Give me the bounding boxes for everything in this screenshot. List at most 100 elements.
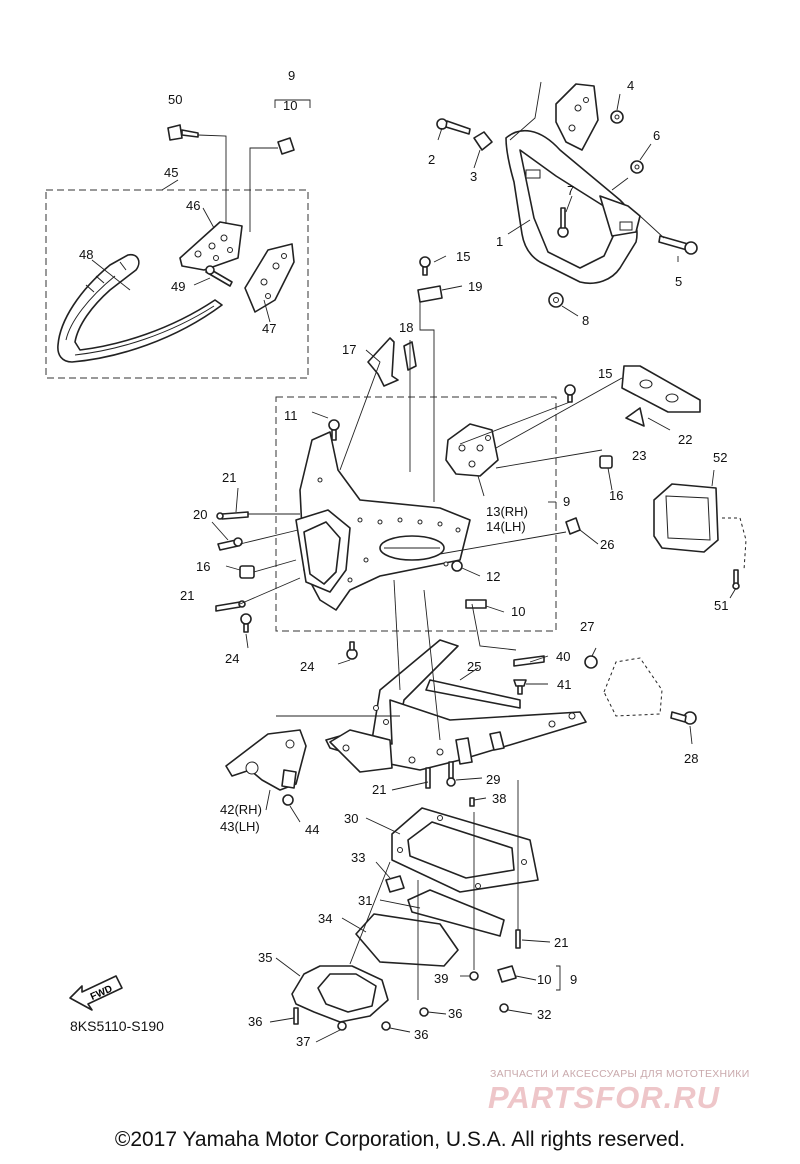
callout-38: 38 bbox=[492, 791, 506, 806]
callout-46: 46 bbox=[186, 198, 200, 213]
callout-35: 35 bbox=[258, 950, 272, 965]
rivet-20[interactable] bbox=[217, 537, 243, 551]
bolt-28[interactable] bbox=[670, 711, 697, 725]
callout-24-b: 24 bbox=[300, 659, 314, 674]
guard-35[interactable] bbox=[291, 965, 389, 1023]
callout-37: 37 bbox=[296, 1034, 310, 1049]
callout-36: 36 bbox=[248, 1014, 262, 1029]
callout-27: 27 bbox=[580, 619, 594, 634]
bracket-upper-1[interactable] bbox=[555, 83, 599, 151]
callout-14-lh: 14(LH) bbox=[486, 519, 526, 534]
watermark-logo: PARTSFOR.RU bbox=[488, 1080, 721, 1115]
callout-26: 26 bbox=[600, 537, 614, 552]
clip-10-mid[interactable] bbox=[465, 599, 487, 609]
callout-9: 9 bbox=[288, 68, 295, 83]
plate-34[interactable] bbox=[355, 913, 459, 967]
nut-27[interactable] bbox=[584, 655, 598, 669]
callout-15-b: 15 bbox=[598, 366, 612, 381]
callout-20: 20 bbox=[193, 507, 207, 522]
callout-36-b: 36 bbox=[448, 1006, 462, 1021]
bolt-36c[interactable] bbox=[381, 1021, 391, 1031]
bolt-15b[interactable] bbox=[564, 384, 576, 403]
plate-22[interactable] bbox=[621, 365, 701, 413]
callout-42-rh: 42(RH) bbox=[220, 802, 262, 817]
main-frame-25[interactable] bbox=[325, 639, 587, 773]
bolt-36b[interactable] bbox=[419, 1007, 429, 1017]
callout-23: 23 bbox=[632, 448, 646, 463]
callout-3: 3 bbox=[470, 169, 477, 184]
skid-plate-30[interactable] bbox=[391, 807, 539, 893]
bolt-39[interactable] bbox=[469, 971, 479, 981]
callout-31: 31 bbox=[358, 893, 372, 908]
watermark-tagline: ЗАПЧАСТИ И АКСЕССУАРЫ ДЛЯ МОТОТЕХНИКИ bbox=[490, 1068, 750, 1080]
callout-12: 12 bbox=[486, 569, 500, 584]
callout-39: 39 bbox=[434, 971, 448, 986]
bracket-42-43[interactable] bbox=[225, 729, 307, 791]
bolt-24a[interactable] bbox=[240, 613, 252, 633]
nut-8[interactable] bbox=[548, 292, 564, 308]
grommet-16a[interactable] bbox=[599, 455, 613, 469]
nut-6[interactable] bbox=[630, 160, 644, 174]
callout-52: 52 bbox=[713, 450, 727, 465]
callout-4: 4 bbox=[627, 78, 634, 93]
callout-21-c: 21 bbox=[372, 782, 386, 797]
callout-34: 34 bbox=[318, 911, 332, 926]
bolt-5[interactable] bbox=[658, 235, 698, 255]
bolt-38[interactable] bbox=[469, 797, 475, 807]
bolt-50[interactable] bbox=[167, 124, 199, 141]
callout-2: 2 bbox=[428, 152, 435, 167]
callout-21-d: 21 bbox=[554, 935, 568, 950]
rivet-21b[interactable] bbox=[215, 600, 246, 612]
stay-17[interactable] bbox=[367, 337, 399, 387]
callout-41: 41 bbox=[557, 677, 571, 692]
clip-19[interactable] bbox=[417, 285, 443, 303]
clip-3[interactable] bbox=[473, 131, 493, 151]
bolt-41[interactable] bbox=[513, 679, 527, 695]
bolt-24b[interactable] bbox=[346, 641, 358, 660]
bolt-11[interactable] bbox=[328, 419, 340, 441]
bracket-13-14[interactable] bbox=[445, 423, 499, 477]
callout-40: 40 bbox=[556, 649, 570, 664]
clip-26[interactable] bbox=[565, 517, 581, 535]
rivet-21a[interactable] bbox=[216, 511, 249, 520]
bolt-29[interactable] bbox=[446, 761, 456, 787]
callout-10: 10 bbox=[283, 98, 297, 113]
bumper-48[interactable] bbox=[57, 253, 223, 363]
copyright-notice: ©2017 Yamaha Motor Corporation, U.S.A. A… bbox=[114, 1128, 686, 1151]
nut-4[interactable] bbox=[610, 110, 624, 124]
clip-10-low[interactable] bbox=[497, 965, 517, 983]
grommet-16b[interactable] bbox=[239, 565, 255, 579]
callout-48: 48 bbox=[79, 247, 93, 262]
bolt-2[interactable] bbox=[436, 118, 471, 135]
front-panel-9[interactable] bbox=[295, 431, 471, 611]
bracket-46[interactable] bbox=[179, 221, 243, 271]
bolt-15a[interactable] bbox=[419, 256, 431, 276]
bolt-49[interactable] bbox=[205, 265, 233, 287]
clip-10-top[interactable] bbox=[277, 137, 295, 155]
callout-6: 6 bbox=[653, 128, 660, 143]
front-frame-1[interactable] bbox=[505, 130, 641, 284]
nut-44[interactable] bbox=[282, 794, 294, 806]
rivet-51[interactable] bbox=[732, 569, 740, 590]
rivet-21d[interactable] bbox=[515, 929, 521, 949]
bolt-32[interactable] bbox=[499, 1003, 509, 1013]
callout-24: 24 bbox=[225, 651, 239, 666]
callout-19: 19 bbox=[468, 279, 482, 294]
callout-25: 25 bbox=[467, 659, 481, 674]
clip-33[interactable] bbox=[385, 875, 405, 893]
callout-33: 33 bbox=[351, 850, 365, 865]
bolt-7[interactable] bbox=[557, 207, 569, 238]
plate-31[interactable] bbox=[407, 889, 505, 937]
clip-23[interactable] bbox=[625, 407, 645, 427]
bolt-36a[interactable] bbox=[293, 1007, 299, 1025]
bolt-12[interactable] bbox=[451, 560, 463, 572]
clip-40[interactable] bbox=[513, 655, 545, 667]
rivet-21c[interactable] bbox=[425, 767, 431, 789]
callout-49: 49 bbox=[171, 279, 185, 294]
bolt-37[interactable] bbox=[337, 1021, 347, 1031]
bracket-52[interactable] bbox=[653, 483, 719, 553]
callout-10-c: 10 bbox=[537, 972, 551, 987]
fwd-arrow-icon: FWD bbox=[69, 975, 123, 1011]
bracket-47[interactable] bbox=[244, 243, 295, 313]
callout-44: 44 bbox=[305, 822, 319, 837]
